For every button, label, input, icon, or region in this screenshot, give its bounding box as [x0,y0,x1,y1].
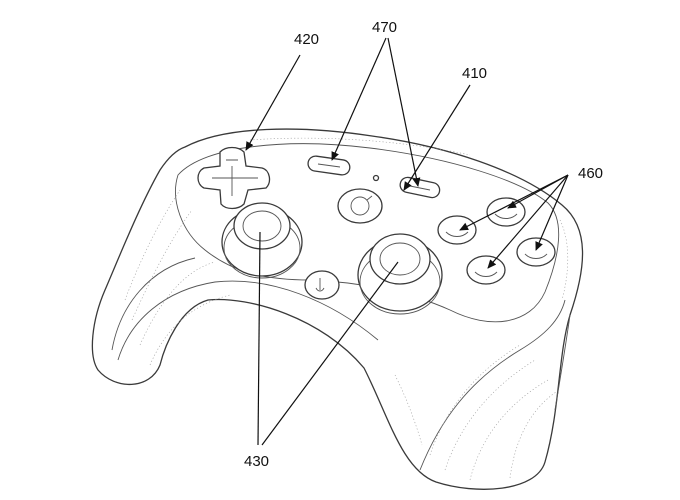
label-420: 420 [294,31,319,48]
label-410: 410 [462,65,487,82]
label-470: 470 [372,19,397,36]
label-430: 430 [244,453,269,470]
small-button-left[interactable] [307,155,351,176]
controller-body [91,128,584,490]
leader-lines [245,37,569,446]
right-thumbstick[interactable] [357,233,443,315]
dpad[interactable] [197,146,271,210]
indicator-dot [372,174,380,182]
action-button-bottom[interactable] [466,255,506,285]
label-460: 460 [578,165,603,182]
mic-button[interactable] [304,270,340,300]
left-thumbstick[interactable] [221,202,303,279]
action-button-right[interactable] [516,237,556,267]
action-button-left[interactable] [437,215,477,245]
center-button[interactable] [337,188,383,224]
